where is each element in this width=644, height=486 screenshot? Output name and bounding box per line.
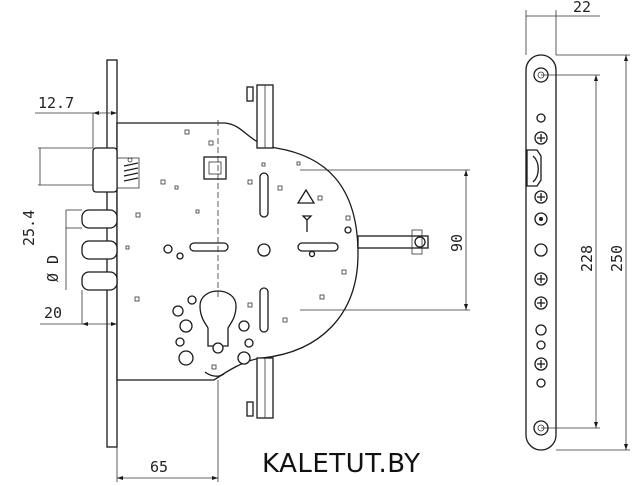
rod-bottom-cap [246, 401, 254, 417]
dim-228-label: 228 [578, 245, 596, 272]
dim-250-label: 250 [608, 245, 626, 272]
dim-22-label: 22 [573, 0, 591, 16]
warning-triangle-icon [296, 188, 316, 204]
cylinder-cutout [199, 290, 237, 347]
strike-plate [525, 54, 557, 451]
slot-horizontal-left [189, 242, 229, 252]
rod-top-cap [246, 86, 254, 102]
dim-25-4-label: 25.4 [20, 210, 38, 246]
latch-spring [123, 162, 139, 182]
lock-dimension-lines: 12.7 25.4 Ø D 20 65 90 [20, 94, 470, 482]
slot-vertical-bottom [259, 287, 269, 333]
lock-body [81, 59, 429, 448]
strike-latch-opening [526, 149, 542, 187]
center-hub [257, 243, 271, 257]
key-symbol-icon [301, 215, 313, 232]
dim-12-7-label: 12.7 [38, 94, 74, 112]
dead-bolt-2 [81, 240, 118, 260]
slot-horizontal-right [297, 242, 339, 252]
spindle-square [203, 156, 227, 180]
dim-20-label: 20 [44, 304, 62, 322]
dead-bolt-3 [81, 271, 118, 291]
case-notch [204, 371, 225, 377]
dim-65-label: 65 [150, 458, 168, 476]
rod-side-end [414, 236, 426, 248]
dim-90-label: 90 [448, 234, 466, 252]
latch-bolt [92, 147, 118, 193]
strike-dimension-lines: 22 228 250 [525, 0, 630, 451]
brand-watermark: KALETUT.BY [262, 449, 421, 479]
latch-housing [116, 157, 140, 189]
rod-side [357, 235, 429, 249]
slot-vertical-top [259, 172, 269, 218]
hole-left [163, 244, 173, 254]
dead-bolt-1 [81, 209, 118, 229]
dim-diameter-label: Ø D [44, 255, 62, 282]
rod-side-bracket [411, 229, 423, 255]
